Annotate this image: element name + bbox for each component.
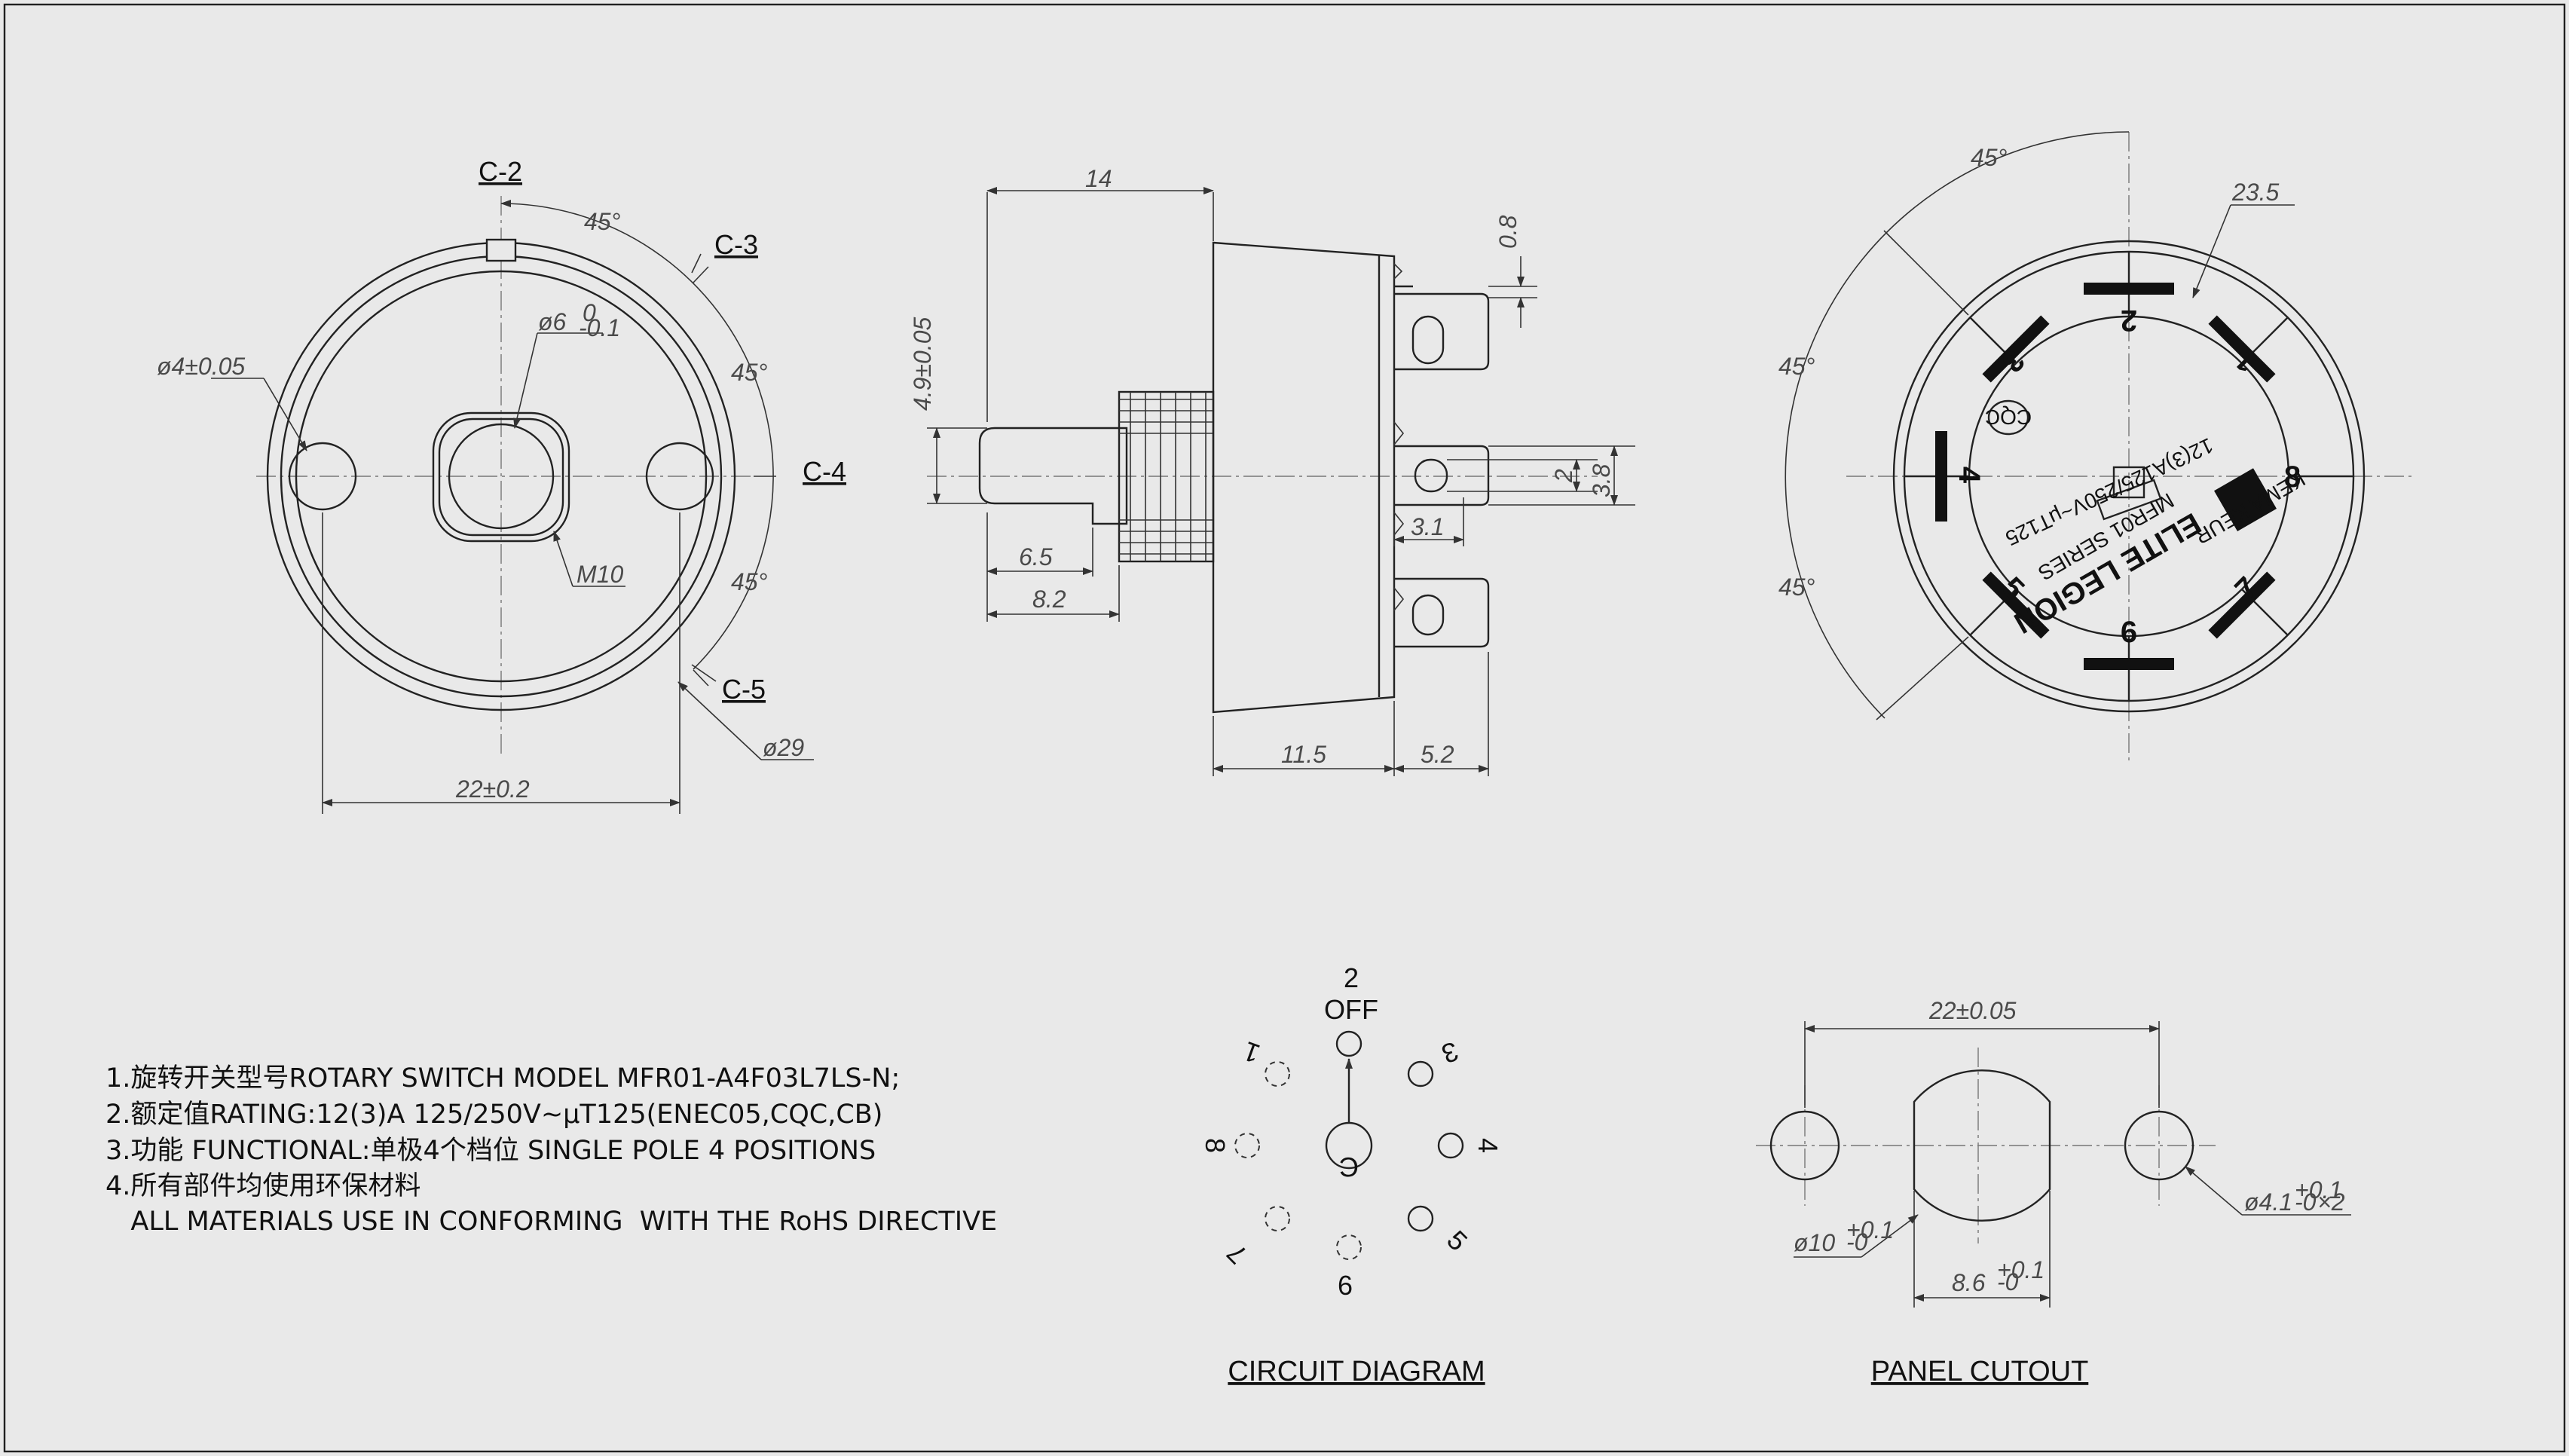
cutout-flat-tol-upper: +0.1 <box>1997 1256 2044 1283</box>
shaft-tol-upper: 0 <box>583 299 596 326</box>
cutout-title: PANEL CUTOUT <box>1871 1356 2089 1387</box>
rear-terminal-6: 6 <box>2121 616 2137 649</box>
terminal-middle <box>1394 445 1490 506</box>
rear-angle-bottom: 45° <box>1778 574 1815 601</box>
terminal-bottom <box>1394 577 1490 648</box>
rear-radius-dim: 23.5 <box>2231 179 2279 206</box>
mounting-hole-left <box>288 442 357 511</box>
position-6-label: 6 <box>1338 1270 1353 1301</box>
label-c5: C-5 <box>722 674 766 705</box>
label-c2: C-2 <box>479 156 522 187</box>
shaft-length-dim: 8.2 <box>1032 586 1066 613</box>
position-1-label: 1 <box>1239 1035 1264 1069</box>
note-3: 3.功能 FUNCTIONAL:单极4个档位 SINGLE POLE 4 POS… <box>106 1136 876 1166</box>
shaft-outline <box>448 423 555 530</box>
circuit-diagram: C 2 OFF 1 3 4 5 6 7 8 CIRCUIT DIAGRAM <box>1200 962 1503 1387</box>
off-label: OFF <box>1324 994 1378 1025</box>
cutout-holes-dim: ø4.1 <box>2244 1188 2292 1216</box>
rear-markings: 12(3)A125/250V~μT125 MFR01 SERIES ELITE … <box>1985 399 2309 640</box>
rear-terminal-2: 2 <box>2121 304 2137 337</box>
sheet-border <box>3 3 2566 1453</box>
notes: 1.旋转开关型号ROTARY SWITCH MODEL MFR01-A4F03L… <box>106 1063 997 1237</box>
cutout-holes-tol-upper: +0.1 <box>2295 1176 2342 1204</box>
rear-angle-top: 45° <box>1971 144 2008 171</box>
shaft-height-dim: 4.9±0.05 <box>909 317 936 411</box>
flat-length-dim: 6.5 <box>1019 543 1053 570</box>
rear-outer-outline <box>1892 240 2366 713</box>
label-c3: C-3 <box>714 229 758 260</box>
circuit-title: CIRCUIT DIAGRAM <box>1228 1356 1485 1387</box>
note-4: 4.所有部件均使用环保材料 <box>106 1171 421 1201</box>
position-3-label: 3 <box>1438 1035 1463 1069</box>
angle-dim-bottom: 45° <box>731 568 768 595</box>
rear-angle-mid: 45° <box>1778 353 1815 380</box>
cutout-center-flat <box>1913 1069 2051 1222</box>
cutout-center-tol-lower: -0 <box>1846 1228 1868 1256</box>
hole-dia-dim: ø4±0.05 <box>157 353 245 380</box>
note-2: 2.额定值RATING:12(3)A 125/250V~μT125(ENEC05… <box>106 1100 882 1130</box>
cutout-flat-dim: 8.6 <box>1952 1269 1986 1296</box>
back-view: 2 1 3 4 8 5 7 6 12(3)A125/250V~μT125 MFR… <box>1778 131 2411 761</box>
cqc-marking: CQC <box>1985 405 2032 429</box>
shaft-dia-dim: ø6 <box>538 308 567 335</box>
cutout-hole-right <box>2124 1110 2194 1181</box>
hole-spacing-dim: 22±0.2 <box>455 775 530 803</box>
bushing-outline <box>432 411 570 543</box>
kema-keur-logo <box>2214 468 2277 531</box>
cutout-hole-left <box>1769 1110 1840 1181</box>
cutout-flat-tol-lower: -0 <box>1997 1268 2019 1295</box>
position-7-label: 7 <box>1221 1237 1253 1270</box>
position-8-label: 8 <box>1200 1138 1231 1153</box>
outer-dia-dim: ø29 <box>763 734 804 761</box>
rear-terminal-4: 4 <box>1953 466 1986 484</box>
terminal-length-dim: 5.2 <box>1421 741 1454 768</box>
shaft-profile <box>978 427 1128 525</box>
side-view: 14 4.9±0.05 6.5 8.2 11.5 5.2 0.8 2 <box>909 165 1635 776</box>
angle-dim-mid: 45° <box>731 359 768 386</box>
rear-terminal-8: 8 <box>2284 460 2301 494</box>
cqc-logo <box>1987 399 2029 436</box>
hole-position-dim: 3.1 <box>1411 513 1444 540</box>
note-5: ALL MATERIALS USE IN CONFORMING WITH THE… <box>106 1207 997 1237</box>
label-c4: C-4 <box>803 456 846 487</box>
cutout-holes-qty: ×2 <box>2317 1188 2345 1216</box>
overall-length-dim: 14 <box>1085 165 1112 192</box>
key-notch <box>485 238 517 262</box>
terminal-top <box>1394 285 1490 371</box>
position-5-label: 5 <box>1441 1225 1473 1257</box>
thread-dim: M10 <box>576 561 623 588</box>
cutout-spacing-dim: 22±0.05 <box>1928 997 2017 1024</box>
position-4-label: 4 <box>1473 1138 1503 1153</box>
shaft-tol-lower: -0.1 <box>579 314 620 341</box>
cutout-center-tol-upper: +0.1 <box>1846 1216 1894 1243</box>
hole-dim: 2 <box>1550 469 1577 483</box>
angle-dim-top: 45° <box>584 208 621 235</box>
position-2-label: 2 <box>1344 962 1359 993</box>
switch-body <box>1212 241 1396 714</box>
mounting-hole-right <box>645 442 714 511</box>
common-label: C <box>1339 1152 1359 1182</box>
panel-cutout: 22±0.05 8.6 +0.1 -0 ø10 +0.1 -0 ø4.1 +0.… <box>1756 997 2351 1387</box>
tab-width-dim: 3.8 <box>1588 463 1615 497</box>
front-view: 45° 45° 45° C-2 C-3 C-4 C-5 ø4±0.05 ø6 0… <box>157 156 846 814</box>
cutout-center-dia-dim: ø10 <box>1794 1229 1835 1256</box>
note-1: 1.旋转开关型号ROTARY SWITCH MODEL MFR01-A4F03L… <box>106 1063 900 1094</box>
tab-thickness-dim: 0.8 <box>1494 215 1522 249</box>
cutout-holes-tol-lower: -0 <box>2295 1188 2317 1216</box>
body-length-dim: 11.5 <box>1281 741 1326 768</box>
